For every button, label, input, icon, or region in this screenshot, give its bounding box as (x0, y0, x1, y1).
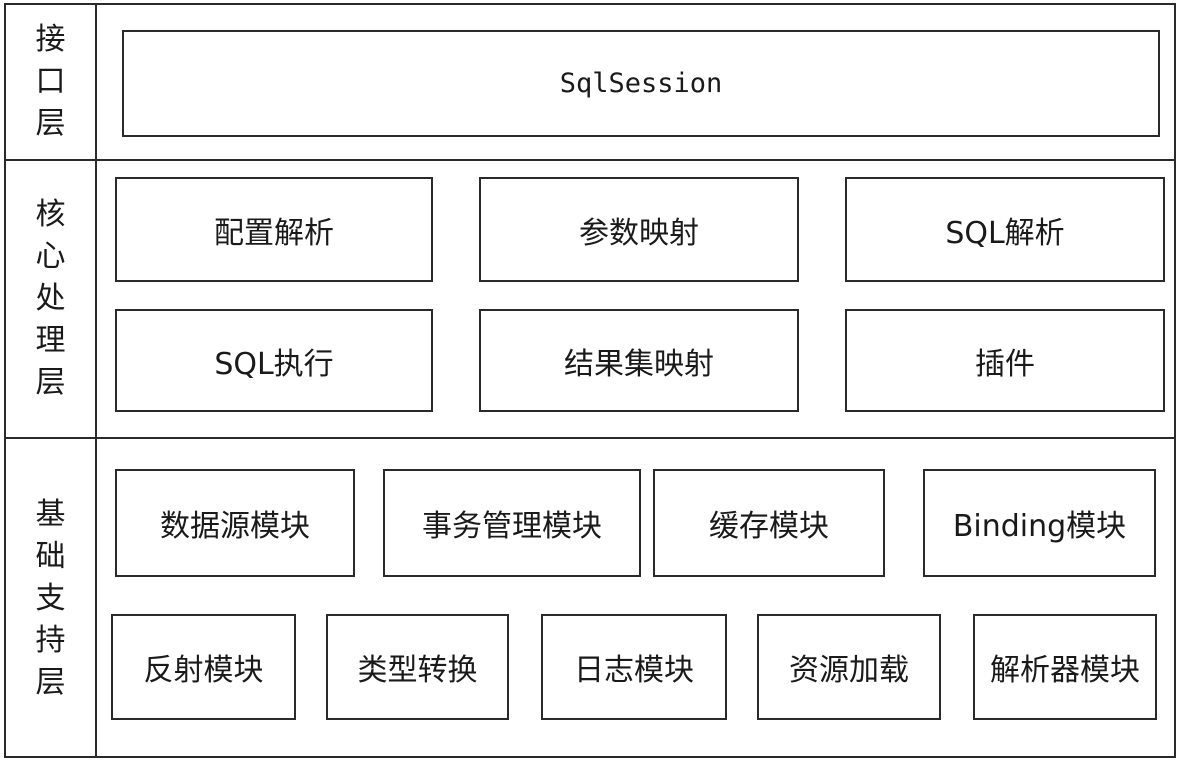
interface-layer-label: 接 口 层 (6, 5, 95, 159)
module-box-logging: 日志模块 (541, 614, 727, 720)
layer-label-char: 持 (35, 622, 66, 658)
layer-label-char: 心 (35, 239, 66, 274)
foundation-layer-label: 基 础 支 持 层 (6, 439, 95, 758)
module-box-plugin: 插件 (845, 309, 1165, 412)
label-column-divider (95, 3, 97, 758)
module-box-type-conversion: 类型转换 (326, 614, 509, 720)
module-box-sqlsession: SqlSession (122, 30, 1160, 137)
core-layer-label: 核 心 处 理 层 (6, 161, 95, 437)
layer-label-char: 支 (35, 580, 66, 616)
layer-label-char: 层 (35, 664, 66, 700)
layer-label-char: 层 (35, 106, 66, 141)
layer-label-char: 础 (35, 538, 66, 574)
module-box-datasource: 数据源模块 (115, 469, 355, 577)
layer-label-char: 核 (35, 197, 66, 232)
layer-label-char: 层 (35, 365, 66, 400)
module-box-reflection: 反射模块 (111, 614, 296, 720)
layer-label-char: 理 (35, 323, 66, 358)
module-box-transaction: 事务管理模块 (383, 469, 641, 577)
module-box-parameter-mapping: 参数映射 (479, 177, 799, 282)
module-box-binding: Binding模块 (923, 469, 1156, 577)
layer-divider-2 (4, 437, 1176, 439)
layer-label-char: 基 (35, 496, 66, 532)
module-box-parser: 解析器模块 (973, 614, 1157, 720)
architecture-diagram (4, 3, 1176, 758)
layer-divider-1 (4, 159, 1176, 161)
layer-label-char: 接 (35, 22, 66, 57)
layer-label-char: 处 (35, 281, 66, 316)
module-box-sql-execution: SQL执行 (115, 309, 433, 412)
module-box-cache: 缓存模块 (653, 469, 885, 577)
module-box-sql-parsing: SQL解析 (845, 177, 1165, 282)
layer-label-char: 口 (35, 64, 66, 99)
module-box-config-parsing: 配置解析 (115, 177, 433, 282)
module-box-resource-loading: 资源加载 (757, 614, 941, 720)
module-box-resultset-mapping: 结果集映射 (479, 309, 799, 412)
